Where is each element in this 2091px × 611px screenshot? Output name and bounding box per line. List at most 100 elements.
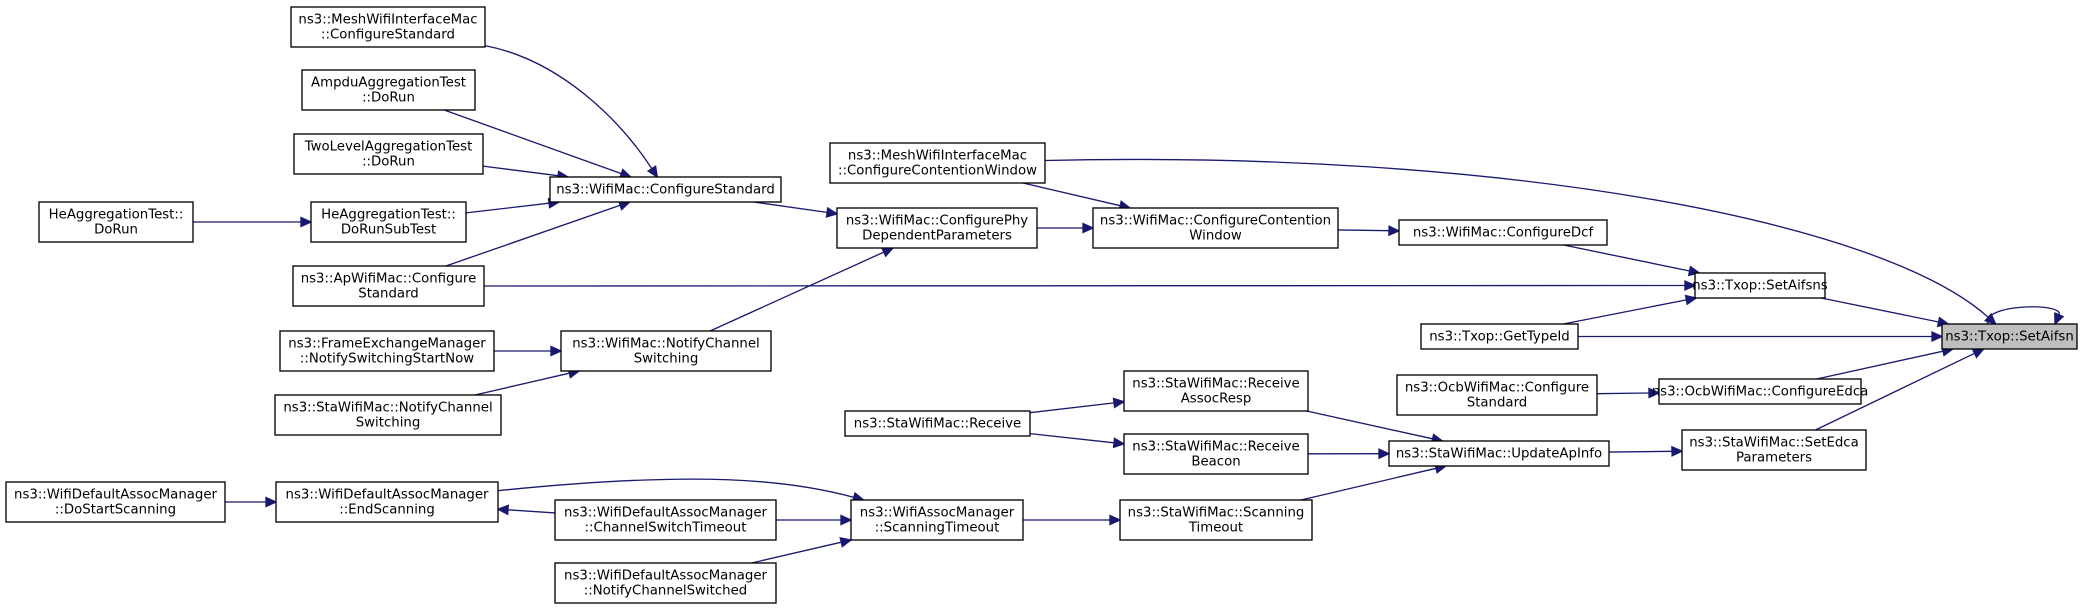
edge-line (1815, 352, 1975, 431)
node-box (1396, 374, 1598, 416)
graph-node-default-end-scanning[interactable]: ns3::WifiDefaultAssocManager::EndScannin… (275, 481, 499, 523)
graph-node-wifimac-configure-phy-dependent[interactable]: ns3::WifiMac::ConfigurePhyDependentParam… (836, 207, 1038, 249)
edge-arrowhead (1684, 279, 1697, 292)
call-edge (1023, 514, 1122, 526)
node-box (829, 142, 1046, 184)
node-label-line: Switching (634, 352, 699, 367)
call-edge (1337, 225, 1401, 237)
graph-node-setaifsns[interactable]: ns3::Txop::SetAifsns (1692, 272, 1828, 299)
graph-node-sta-scanning-timeout[interactable]: ns3::StaWifiMac::ScanningTimeout (1119, 499, 1313, 541)
graph-node-ocb-configure-edca[interactable]: ns3::OcbWifiMac::ConfigureEdca (1652, 378, 1869, 405)
graph-node-wifimac-configure-standard[interactable]: ns3::WifiMac::ConfigureStandard (549, 176, 782, 203)
edge-arrowhead (1684, 294, 1698, 306)
node-label-line: ::ConfigureStandard (321, 28, 455, 43)
call-edge (1300, 463, 1448, 501)
node-label-line: ns3::WifiMac::ConfigurePhy (846, 214, 1028, 229)
node-label-line: ns3::StaWifiMac::UpdateApInfo (1396, 447, 1602, 462)
edge-line (1563, 299, 1687, 325)
node-box (836, 207, 1038, 249)
node-box (1694, 272, 1826, 299)
edge-arrowhead (265, 496, 278, 508)
graph-node-two-level-aggregation-test[interactable]: TwoLevelAggregationTest::DoRun (293, 133, 484, 175)
node-label-line: ::ChannelSwitchTimeout (585, 521, 747, 536)
node-label-line: ns3::Txop::SetAifsn (1945, 330, 2074, 345)
call-edge (496, 504, 556, 516)
graph-node-default-channel-switch-timeout[interactable]: ns3::WifiDefaultAssocManager::ChannelSwi… (554, 499, 777, 541)
graph-node-wifimac-configure-contention-window[interactable]: ns3::WifiMac::ConfigureContentionWindow (1092, 207, 1339, 249)
node-label-line: ::ConfigureContentionWindow (838, 164, 1037, 179)
node-label-line: ns3::MeshWifiInterfaceMac (848, 149, 1027, 164)
graph-node-assoc-scanning-timeout[interactable]: ns3::WifiAssocManager::ScanningTimeout (850, 499, 1024, 541)
node-box (292, 265, 485, 307)
call-edge (193, 216, 313, 228)
edge-line (507, 509, 556, 514)
node-label-line: ns3::StaWifiMac::Receive (1132, 440, 1299, 455)
edge-line (1596, 392, 1650, 395)
node-box (1123, 370, 1309, 412)
edge-line (1816, 350, 1944, 380)
graph-node-sta-receive[interactable]: ns3::StaWifiMac::Receive (844, 410, 1031, 437)
node-label-line: ns3::StaWifiMac::Receive (1132, 377, 1299, 392)
edge-line (482, 165, 559, 177)
graph-node-ocb-configure-standard[interactable]: ns3::OcbWifiMac::ConfigureStandard (1396, 374, 1598, 416)
graph-node-mesh-configure-standard[interactable]: ns3::MeshWifiInterfaceMac::ConfigureStan… (290, 6, 486, 48)
node-label-line: Standard (358, 287, 419, 302)
graph-node-he-aggregation-do-run[interactable]: HeAggregationTest::DoRun (38, 201, 194, 243)
graph-node-gettypeid[interactable]: ns3::Txop::GetTypeId (1420, 323, 1579, 350)
edge-arrowhead (550, 345, 563, 357)
graph-node-default-do-start-scanning[interactable]: ns3::WifiDefaultAssocManager::DoStartSca… (5, 481, 226, 523)
node-label-line: ns3::WifiMac::ConfigureContention (1100, 214, 1331, 229)
node-box (1398, 219, 1608, 246)
edge-arrowhead (1671, 445, 1684, 457)
edge-line (1608, 450, 1673, 453)
node-label-line: ::ScanningTimeout (875, 521, 1000, 536)
node-box (844, 410, 1031, 437)
graph-node-sta-update-ap-info[interactable]: ns3::StaWifiMac::UpdateApInfo (1388, 440, 1610, 467)
edge-arrowhead (1109, 514, 1122, 526)
node-box (1420, 323, 1579, 350)
node-label-line: ns3::WifiDefaultAssocManager (564, 506, 767, 521)
edge-arrowhead (839, 536, 853, 548)
node-label-line: ns3::Txop::SetAifsns (1692, 279, 1828, 294)
node-label-line: ns3::WifiAssocManager (860, 506, 1015, 521)
edge-line (483, 284, 1686, 287)
edge-arrowhead (1931, 330, 1944, 343)
graph-node-ampdu-aggregation-test[interactable]: AmpduAggregationTest::DoRun (301, 69, 476, 111)
node-label-line: ns3::ApWifiMac::Configure (301, 272, 477, 287)
edge-arrowhead (1112, 437, 1126, 449)
call-edge (484, 44, 659, 179)
edge-line (445, 204, 621, 267)
graph-node-fem-notify-switching-start-now[interactable]: ns3::FrameExchangeManager::NotifySwitchi… (279, 330, 495, 372)
edge-arrowhead (2054, 311, 2065, 326)
edge-line (484, 44, 653, 169)
node-label-line: ns3::MeshWifiInterfaceMac (298, 13, 477, 28)
graph-node-default-notify-channel-switched[interactable]: ns3::WifiDefaultAssocManager::NotifyChan… (554, 562, 777, 604)
node-box (279, 330, 495, 372)
graph-node-setaifsn[interactable]: ns3::Txop::SetAifsn (1941, 323, 2078, 350)
node-box (560, 330, 772, 372)
node-box (1092, 207, 1339, 249)
edge-line (443, 109, 622, 175)
call-edge (1596, 387, 1661, 399)
node-label-line: AssocResp (1181, 392, 1252, 407)
node-box (5, 481, 226, 523)
graph-node-mesh-configure-contention-window[interactable]: ns3::MeshWifiInterfaceMac::ConfigureCont… (829, 142, 1046, 184)
edge-arrowhead (1388, 225, 1401, 237)
edge-line (1337, 229, 1390, 232)
edge-arrowhead (1112, 397, 1126, 409)
node-label-line: ns3::OcbWifiMac::Configure (1405, 381, 1589, 396)
edge-arrowhead (496, 504, 510, 516)
graph-node-he-aggregation-do-run-subtest[interactable]: HeAggregationTest::DoRunSubTest (310, 201, 467, 243)
call-edge (483, 279, 1697, 292)
node-box (549, 176, 782, 203)
graph-node-wifimac-configure-dcf[interactable]: ns3::WifiMac::ConfigureDcf (1398, 219, 1608, 246)
graph-node-ap-configure-standard[interactable]: ns3::ApWifiMac::ConfigureStandard (292, 265, 485, 307)
edge-line (1821, 297, 1939, 323)
edge-arrowhead (1378, 448, 1391, 460)
